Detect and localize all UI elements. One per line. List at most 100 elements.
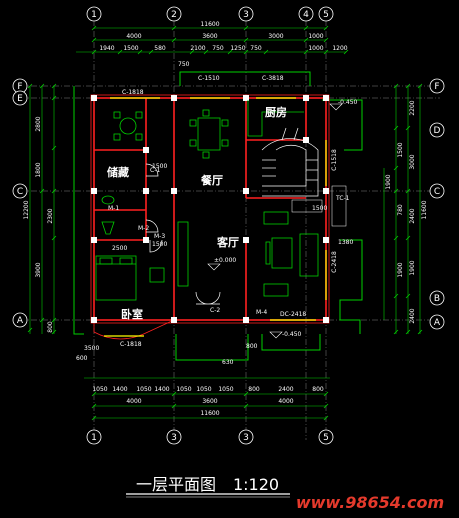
drawing-scale: 1:120	[233, 475, 279, 494]
dimension-text: 1200	[332, 45, 347, 52]
dimension-text: 3900	[35, 262, 42, 277]
room-label-dining: 餐厅	[200, 173, 223, 187]
drawing-title: 一层平面图	[136, 475, 216, 494]
room-label-living: 客厅	[216, 235, 239, 249]
dimension-lines	[29, 27, 421, 419]
dimension-text: 11600	[421, 200, 428, 219]
window-tag: C-1510	[198, 75, 220, 82]
dimension-text: 750	[178, 61, 190, 68]
dimension-text: 2400	[278, 386, 293, 393]
axis-labels-left: F E C A	[17, 82, 24, 326]
dimension-text: 2400	[409, 208, 416, 223]
dimension-text: 3000	[268, 33, 283, 40]
dimension-text: 1050	[196, 386, 211, 393]
axis-labels-bottom: 1 3 3 5	[91, 433, 329, 443]
wall-outer-lines	[90, 94, 330, 340]
axis-label: 2	[171, 10, 177, 20]
room-label-storage: 储藏	[107, 165, 129, 179]
dimension-text: 1500	[152, 163, 167, 170]
dimension-text: 800	[47, 321, 54, 333]
window-tag: DC-2418	[280, 311, 306, 318]
dimension-text: 11600	[200, 21, 219, 28]
axis-label: E	[17, 94, 23, 104]
window-tag: C-1818	[120, 341, 142, 348]
dimension-text: 4000	[126, 398, 141, 405]
door-tag: M-3	[154, 233, 165, 240]
axis-label: 5	[323, 10, 329, 20]
axis-label: C	[434, 187, 440, 197]
furniture	[95, 100, 319, 301]
dimension-text: 1940	[99, 45, 114, 52]
tag-boxes	[291, 185, 347, 227]
dimension-ticks	[27, 25, 423, 421]
axis-label: F	[434, 82, 439, 92]
walls	[93, 97, 327, 321]
terrace-outline	[73, 71, 363, 361]
columns	[91, 95, 329, 323]
door-tag: C-1	[150, 167, 160, 174]
dimension-text: 1380	[338, 239, 353, 246]
axis-label: A	[434, 318, 441, 328]
axis-label: 4	[303, 10, 309, 20]
room-label-bedroom: 卧室	[121, 307, 143, 321]
level-text: -0.450	[338, 99, 358, 106]
dimension-text: 1250	[230, 45, 245, 52]
axis-label: 5	[323, 433, 329, 443]
axis-label: 3	[171, 433, 177, 443]
axis-labels-right: F D C B A	[434, 82, 441, 328]
dimension-text: 1050	[92, 386, 107, 393]
dimension-text: 2500	[112, 245, 127, 252]
axis-label: A	[17, 316, 24, 326]
dimension-text: 750	[250, 45, 262, 52]
axis-grid	[20, 20, 440, 440]
dimension-text: 3600	[202, 33, 217, 40]
window-tag: C-1518	[331, 149, 338, 171]
windows	[104, 97, 327, 337]
dimension-text: 3500	[84, 345, 99, 352]
door-tag: TC-1	[335, 195, 350, 202]
dimension-text: 630	[222, 359, 234, 366]
door-tag: C-2	[210, 307, 220, 314]
axis-label: 3	[243, 433, 249, 443]
dimension-text: 1500	[152, 241, 167, 248]
dimension-text: 1900	[397, 262, 404, 277]
level-text: -0.450	[282, 331, 302, 338]
axis-label: 1	[91, 10, 97, 20]
dimension-text: 2100	[190, 45, 205, 52]
dimension-text: 780	[397, 204, 404, 216]
dimension-text: 11600	[200, 410, 219, 417]
dimension-text: 1000	[308, 33, 323, 40]
dimension-text: 2800	[35, 116, 42, 131]
dimension-text: 580	[154, 45, 166, 52]
axis-labels-top: 1 2 3 4 5	[91, 10, 329, 20]
dimension-text: 1500	[312, 205, 327, 212]
dimension-text: 1000	[308, 45, 323, 52]
axis-label: 1	[91, 433, 97, 443]
dimension-text: 600	[76, 355, 88, 362]
axis-bubbles	[12, 6, 445, 445]
dimension-text: 3000	[409, 154, 416, 169]
watermark: www.98654.com	[296, 493, 444, 512]
door-tag: M-1	[108, 205, 119, 212]
dimension-text: 1050	[218, 386, 233, 393]
dimension-text: 4000	[126, 33, 141, 40]
level-text: ±0.000	[214, 257, 236, 264]
dimension-text: 12200	[23, 200, 30, 219]
dimension-text: 2300	[47, 208, 54, 223]
axis-label: 3	[243, 10, 249, 20]
dimension-text: 1900	[385, 174, 392, 189]
stair	[261, 127, 319, 197]
dimension-text: 1050	[136, 386, 151, 393]
doors	[145, 163, 221, 305]
level-marks	[207, 103, 343, 339]
window-tag: C-2418	[331, 251, 338, 273]
dimension-text: 1900	[409, 260, 416, 275]
axis-label: F	[17, 82, 22, 92]
dimension-text: 800	[248, 386, 260, 393]
window-tag: C-1818	[122, 89, 144, 96]
dimension-text: 1500	[123, 45, 138, 52]
window-tag: C-3818	[262, 75, 284, 82]
axis-label: D	[434, 126, 441, 136]
dimension-text: 1500	[397, 142, 404, 157]
